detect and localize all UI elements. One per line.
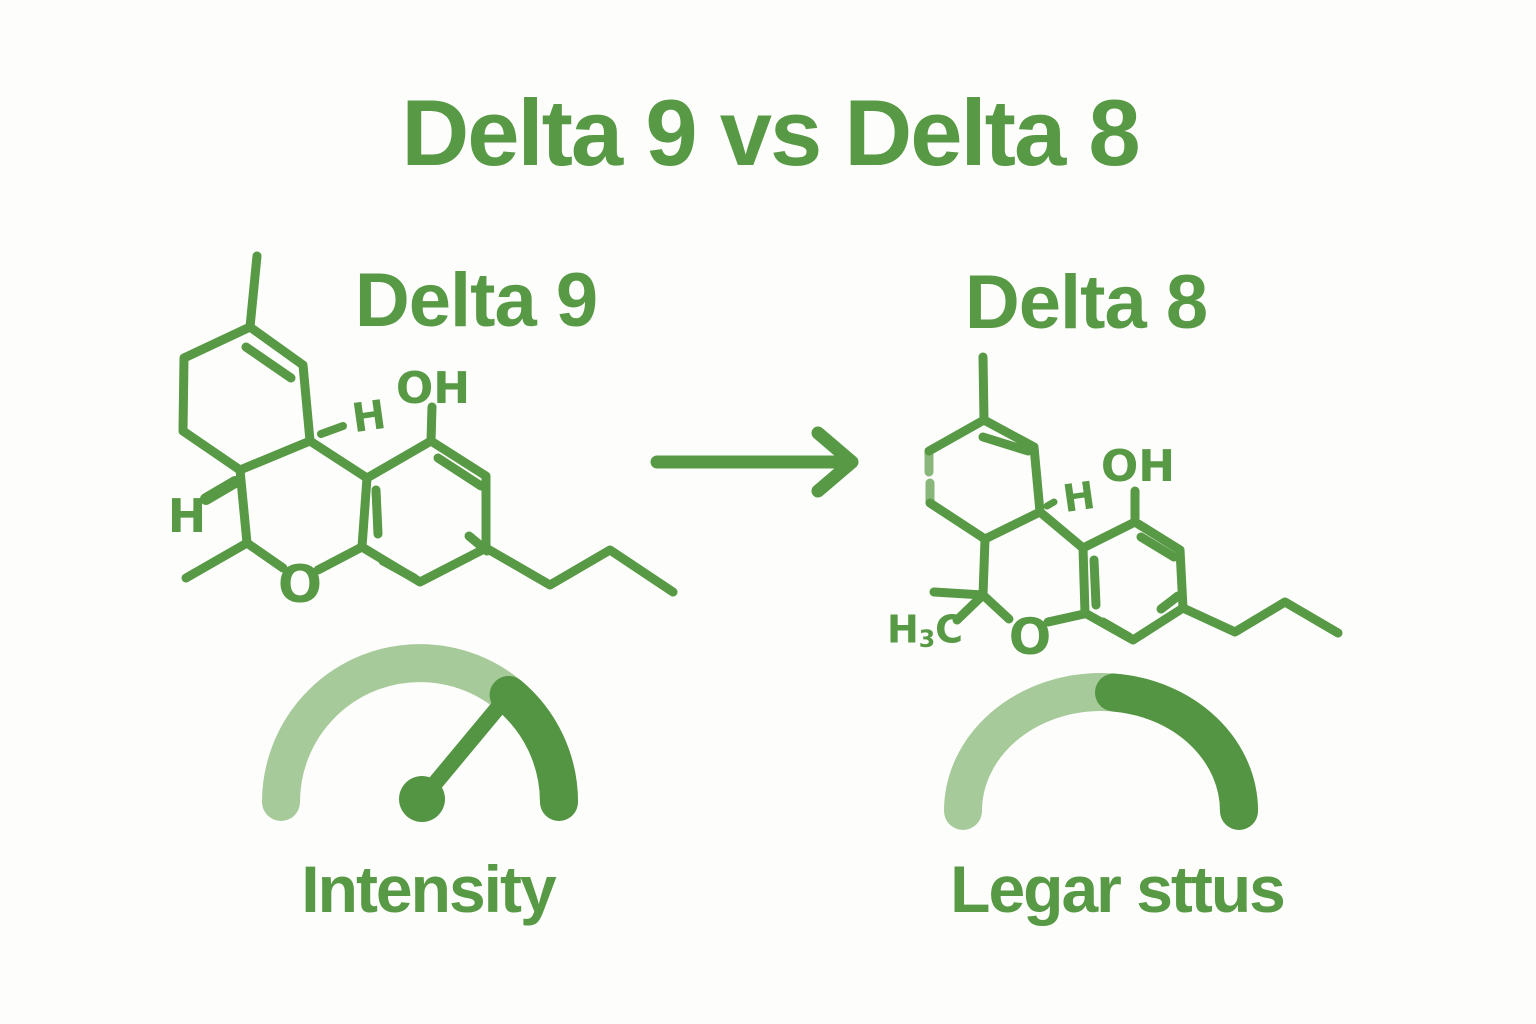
- d9-ring-c-double-2: [371, 485, 383, 539]
- d8-ring-c-double-1: [1136, 532, 1179, 562]
- d8-bond-to-oxygen: [978, 590, 1014, 624]
- d8-stereo-dot-bond: [1043, 498, 1058, 510]
- d9-stereo-hydrogen-label: H: [349, 391, 389, 443]
- d9-oh-bond: [426, 402, 437, 446]
- d8-gem-methyl-down: [952, 590, 988, 625]
- d8-ring-oxygen-label: O: [1008, 608, 1052, 666]
- page-title: Delta 9 vs Delta 8: [401, 80, 1140, 185]
- d9-ring-oxygen-label: O: [277, 555, 323, 615]
- arrow-icon: [650, 426, 859, 498]
- intensity-gauge-label: Intensity: [301, 852, 556, 926]
- d9-methyl-bottom-bond: [181, 538, 252, 583]
- intensity-gauge-hub: [399, 776, 445, 822]
- delta8-molecule-drawing: [924, 352, 1343, 645]
- intensity-gauge: [262, 644, 578, 822]
- d9-axial-hydrogen-label: H: [167, 489, 207, 543]
- d9-oxygen-to-ring-c: [313, 543, 365, 575]
- d8-gem-methyl-left: [929, 587, 988, 600]
- d8-hydroxyl-label: OH: [1100, 441, 1176, 492]
- d8-propyl-chain: [1178, 597, 1343, 638]
- d8-oxygen-to-ring-c: [1043, 609, 1089, 627]
- d8-gem-dimethyl-c: C: [935, 607, 964, 652]
- delta9-label: Delta 9: [354, 258, 598, 343]
- d8-ring-c-double-2: [1089, 555, 1101, 610]
- d8-methyl-top-bond: [978, 352, 989, 425]
- legal-gauge-fill: [1094, 673, 1258, 830]
- d9-propyl-chain: [481, 543, 678, 597]
- d8-ring-c-double-4: [1156, 591, 1183, 614]
- d8-ring-c-double-3: [1098, 617, 1134, 642]
- d9-hydroxyl-label: OH: [395, 363, 471, 414]
- d9-ring-b-left-edge: [235, 465, 252, 548]
- arrow-head: [811, 426, 859, 498]
- delta9-molecule-drawing: [178, 251, 678, 597]
- legal-status-gauge: [944, 673, 1258, 830]
- legal-status-gauge-label: Legar sttus: [950, 852, 1286, 926]
- intensity-gauge-fill: [489, 675, 578, 821]
- d8-ring-b-left-edge: [978, 534, 990, 600]
- d8-stereo-hydrogen-label: H: [1060, 473, 1098, 521]
- d9-stereo-dash-bond: [317, 422, 347, 438]
- d9-methyl-top-bond: [245, 251, 262, 332]
- d9-ring-a-double-bond: [241, 342, 296, 383]
- d9-ring-c-double-1: [433, 453, 486, 491]
- d8-gem-dimethyl-h: H: [886, 607, 919, 652]
- d8-ring-c: [1078, 517, 1188, 645]
- delta8-label: Delta 8: [964, 260, 1208, 345]
- d8-ring-a-double-bond: [978, 432, 1033, 456]
- d9-ring-c: [357, 436, 491, 587]
- d8-gem-dimethyl-label: H3C: [887, 611, 963, 652]
- d9-ring-fusion-bond: [305, 436, 372, 483]
- d9-axial-h-wedge: [200, 476, 241, 505]
- d9-ring-c-double-3: [378, 556, 419, 583]
- d8-ring-a: [924, 415, 1045, 544]
- d8-ring-fusion-bond: [1035, 507, 1088, 553]
- d8-gem-dimethyl-subscript: 3: [918, 624, 936, 653]
- d9-bond-to-oxygen: [242, 538, 288, 573]
